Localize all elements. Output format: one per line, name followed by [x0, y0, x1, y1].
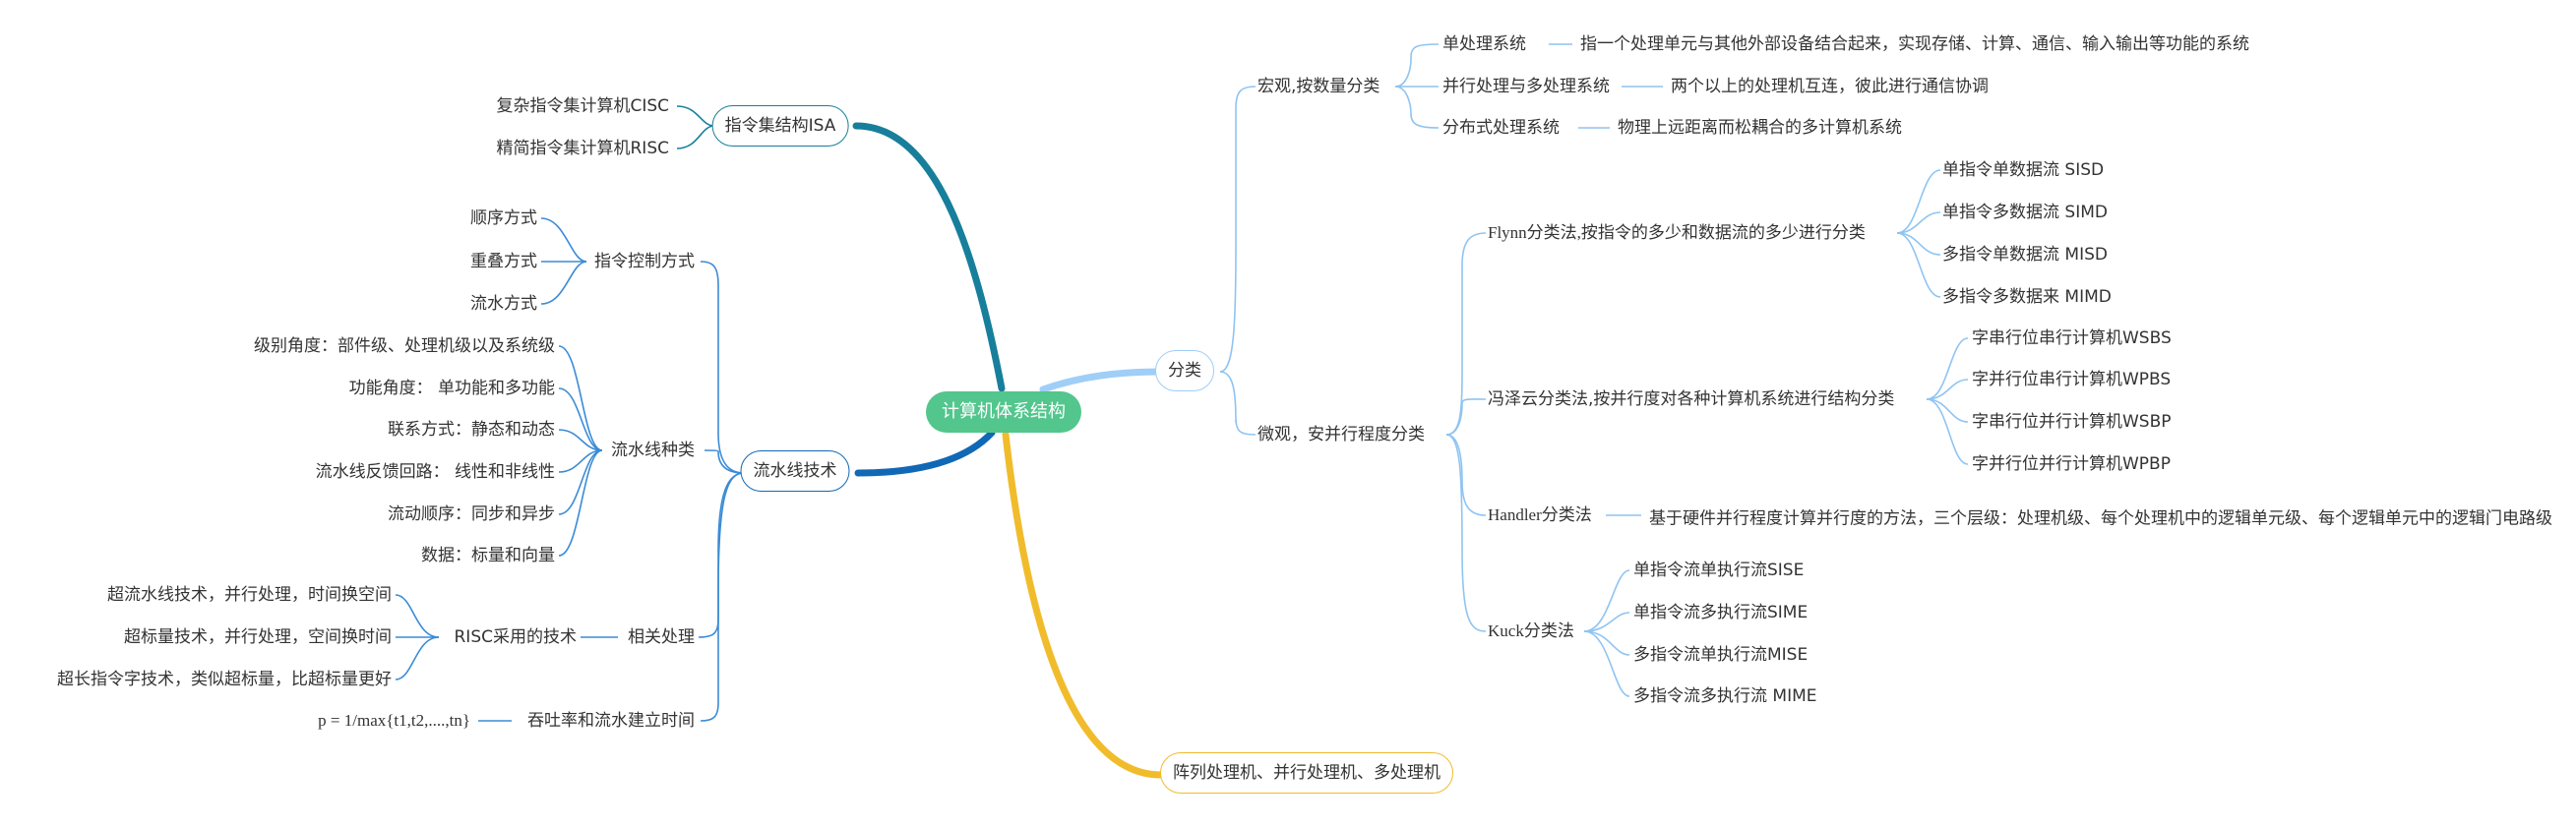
array-node[interactable]: 阵列处理机、并行处理机、多处理机 — [1160, 752, 1453, 794]
macro-item-desc[interactable]: 指一个处理单元与其他外部设备结合起来，实现存储、计算、通信、输入输出等功能的系统 — [1580, 34, 2249, 54]
kuck-item[interactable]: 单指令流多执行流SIME — [1633, 603, 1809, 622]
throughput-formula[interactable]: p = 1/max{t1,t2,....,tn} — [318, 711, 470, 730]
handler-desc[interactable]: 基于硬件并行程度计算并行度的方法，三个层级：处理机级、每个处理机中的逻辑单元级、… — [1649, 508, 2552, 529]
types-item[interactable]: 流水线反馈回路： 线性和非线性 — [315, 462, 555, 482]
kuck-item[interactable]: 多指令流多执行流 MIME — [1633, 686, 1817, 706]
macro-item-desc[interactable]: 两个以上的处理机互连，彼此进行通信协调 — [1671, 77, 1989, 96]
flynn-node[interactable]: Flynn分类法,按指令的多少和数据流的多少进行分类 — [1488, 223, 1866, 242]
classify-macro-node[interactable]: 宏观,按数量分类 — [1257, 77, 1380, 96]
risc-tech-item[interactable]: 超标量技术，并行处理，空间换时间 — [124, 627, 392, 647]
control-item[interactable]: 流水方式 — [470, 294, 537, 314]
isa-branch-line — [852, 122, 1006, 392]
types-item[interactable]: 联系方式：静态和动态 — [388, 420, 555, 440]
risc-tech-item[interactable]: 超流水线技术，并行处理，时间换空间 — [107, 585, 392, 605]
pipeline-branch-line — [854, 429, 996, 477]
flynn-item[interactable]: 多指令多数据来 MIMD — [1942, 287, 2112, 307]
macro-item-label[interactable]: 并行处理与多处理系统 — [1442, 77, 1610, 96]
root-node[interactable]: 计算机体系结构 — [926, 391, 1081, 433]
isa-item-cisc[interactable]: 复杂指令集计算机CISC — [496, 96, 669, 116]
array-branch-line — [1002, 431, 1165, 779]
types-item[interactable]: 级别角度：部件级、处理机级以及系统级 — [254, 336, 555, 356]
pipeline-related-node[interactable]: 相关处理 — [628, 627, 695, 647]
pipeline-control-node[interactable]: 指令控制方式 — [594, 252, 695, 271]
feng-item[interactable]: 字串行位串行计算机WSBS — [1972, 328, 2172, 348]
risc-tech-item[interactable]: 超长指令字技术，类似超标量，比超标量更好 — [57, 670, 392, 689]
classify-micro-node[interactable]: 微观，安并行程度分类 — [1257, 425, 1425, 444]
isa-node[interactable]: 指令集结构ISA — [711, 105, 849, 147]
classify-node[interactable]: 分类 — [1155, 350, 1214, 391]
types-item[interactable]: 功能角度： 单功能和多功能 — [348, 379, 555, 398]
feng-item[interactable]: 字串行位并行计算机WSBP — [1972, 412, 2172, 432]
isa-item-risc[interactable]: 精简指令集计算机RISC — [496, 139, 670, 158]
classify-branch-line — [1039, 368, 1165, 393]
kuck-node[interactable]: Kuck分类法 — [1488, 621, 1574, 640]
macro-item-label[interactable]: 单处理系统 — [1442, 34, 1526, 54]
macro-item-label[interactable]: 分布式处理系统 — [1442, 118, 1560, 138]
kuck-item[interactable]: 单指令流单执行流SISE — [1633, 561, 1805, 580]
kuck-item[interactable]: 多指令流单执行流MISE — [1633, 645, 1809, 665]
control-item[interactable]: 重叠方式 — [470, 252, 537, 271]
flynn-item[interactable]: 单指令单数据流 SISD — [1942, 160, 2105, 180]
flynn-item[interactable]: 多指令单数据流 MISD — [1942, 245, 2108, 265]
handler-node[interactable]: Handler分类法 — [1488, 505, 1592, 524]
feng-node[interactable]: 冯泽云分类法,按并行度对各种计算机系统进行结构分类 — [1488, 389, 1895, 409]
pipeline-throughput-node[interactable]: 吞吐率和流水建立时间 — [527, 711, 695, 731]
pipeline-node[interactable]: 流水线技术 — [740, 450, 850, 492]
risc-tech-node[interactable]: RISC采用的技术 — [454, 627, 578, 647]
control-item[interactable]: 顺序方式 — [470, 208, 537, 228]
pipeline-types-node[interactable]: 流水线种类 — [611, 441, 695, 460]
flynn-item[interactable]: 单指令多数据流 SIMD — [1942, 203, 2108, 222]
macro-item-desc[interactable]: 物理上远距离而松耦合的多计算机系统 — [1618, 118, 1902, 138]
feng-item[interactable]: 字并行位串行计算机WPBS — [1972, 370, 2172, 389]
types-item[interactable]: 流动顺序：同步和异步 — [388, 504, 555, 524]
feng-item[interactable]: 字并行位并行计算机WPBP — [1972, 454, 2171, 474]
types-item[interactable]: 数据：标量和向量 — [421, 546, 555, 565]
